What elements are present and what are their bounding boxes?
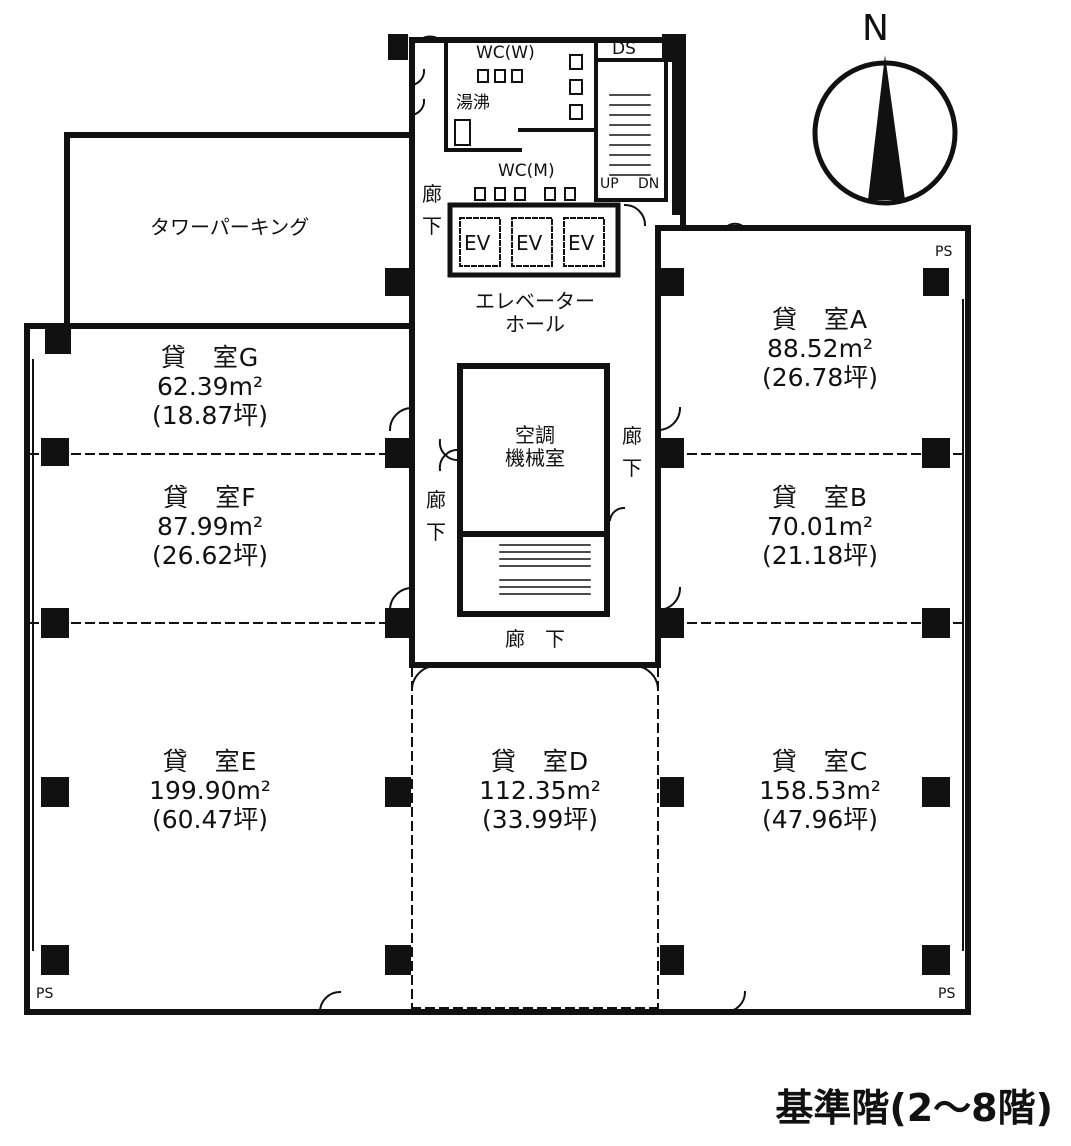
tower-parking-label: タワーパーキング [150,215,310,239]
stair-south-wall [457,531,610,617]
ev-3-label: EV [568,231,595,255]
ac-room-label: 空調 機械室 [505,423,565,470]
stair-up-label: UP [600,176,619,192]
corridor-label-top: 廊 下 [422,182,442,238]
outer-wall [24,37,971,1015]
wc-men-label: WC(M) [498,161,555,181]
stair-dn-label: DN [638,176,660,192]
ev-2-label: EV [516,231,543,255]
ds-label: DS [612,39,636,59]
corridor-label-left: 廊 下 [426,488,446,544]
north-arrow [868,55,905,200]
ev-1-label: EV [464,231,491,255]
elevator-hall-label: エレベーター ホール [475,289,595,336]
kitchenette-label: 湯沸 [456,93,490,113]
north-label: N [862,8,889,49]
corridor-label-bottom: 廊 下 [505,627,565,651]
corridor-label-right: 廊 下 [622,424,642,480]
ps-label-sw: PS [36,986,54,1002]
ps-label-se: PS [938,986,956,1002]
tower-parking-outline [64,132,413,329]
floor-title: 基準階(2〜8階) [775,1086,1053,1130]
ps-label-ne: PS [935,244,953,260]
wc-women-label: WC(W) [476,43,535,63]
